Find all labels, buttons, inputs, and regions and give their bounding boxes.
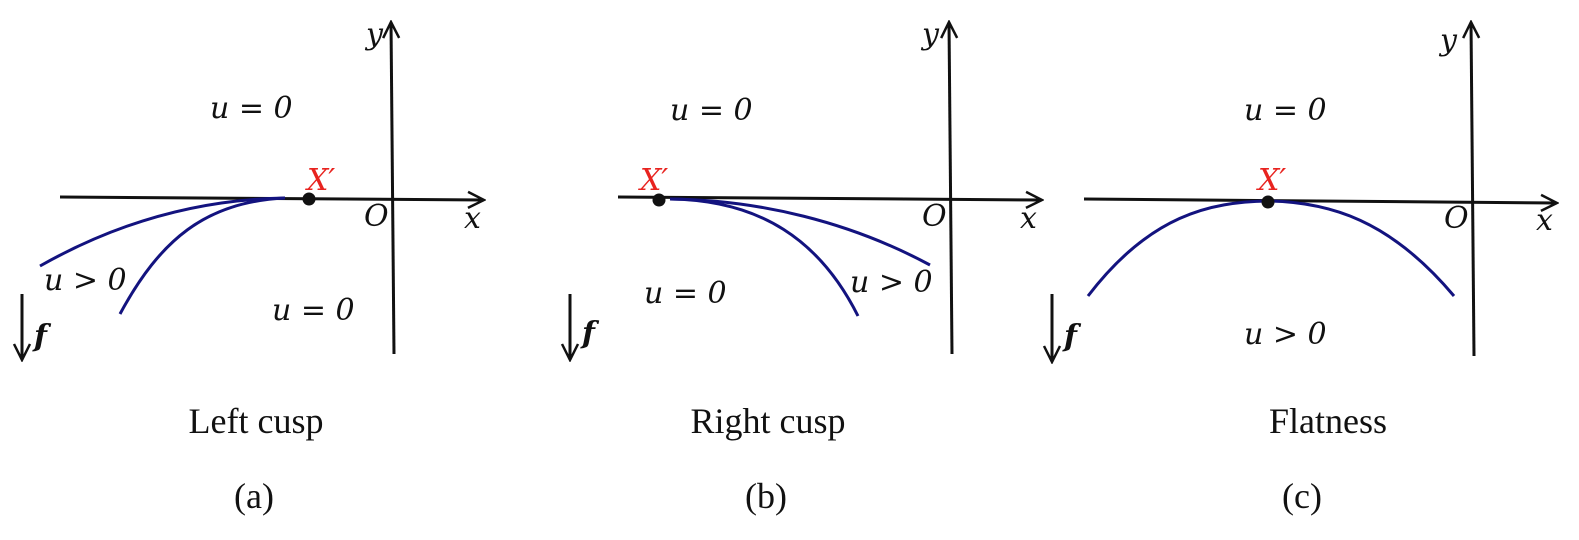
region-bottom-label: u > 0	[1244, 317, 1327, 352]
panel-tag: (a)	[234, 476, 274, 516]
point-label: X′	[638, 163, 668, 198]
x-axis-label: x	[464, 201, 481, 236]
boundary-curve-inner	[118, 196, 286, 315]
y-axis-label: y	[364, 17, 384, 52]
point-x-prime	[302, 192, 316, 206]
y-axis	[391, 22, 394, 355]
point-x-prime	[1261, 195, 1275, 209]
region-top-label: u = 0	[210, 91, 293, 126]
force-label: f	[32, 319, 52, 354]
x-axis-label: x	[1020, 201, 1037, 236]
x-axis	[1083, 199, 1557, 203]
force-label: f	[1062, 319, 1082, 354]
x-axis-label: x	[1536, 203, 1553, 238]
origin-label: O	[364, 199, 389, 234]
point-x-prime	[652, 193, 666, 207]
origin-label: O	[922, 199, 947, 234]
caption: Right cusp	[690, 401, 845, 441]
y-axis	[1471, 22, 1474, 357]
y-axis-label: y	[920, 17, 940, 52]
point-label: X′	[1256, 163, 1286, 198]
region-right-label: u > 0	[850, 265, 933, 300]
force-label: f	[580, 316, 600, 351]
panel-b: x y O X′ u = 0 u = 0 u > 0 f Right cusp …	[570, 17, 1042, 516]
boundary-curve-inner	[669, 197, 860, 317]
caption: Flatness	[1269, 401, 1387, 441]
panel-c: x y O X′ u = 0 u > 0 f Flatness (c)	[1052, 22, 1557, 516]
region-left-label: u = 0	[644, 276, 727, 311]
y-axis	[949, 22, 952, 355]
region-right-label: u = 0	[272, 293, 355, 328]
boundary-curve-outer	[669, 197, 931, 267]
boundary-curve	[1086, 199, 1456, 297]
origin-label: O	[1444, 201, 1469, 236]
panel-a: x y O X′ u = 0 u > 0 u = 0 f Left cusp (…	[22, 17, 484, 516]
panel-tag: (c)	[1282, 476, 1322, 516]
region-top-label: u = 0	[1244, 93, 1327, 128]
x-axis	[617, 197, 1042, 200]
y-axis-label: y	[1438, 23, 1458, 58]
region-left-label: u > 0	[44, 263, 127, 298]
region-top-label: u = 0	[670, 93, 753, 128]
point-label: X′	[305, 163, 335, 198]
panel-tag: (b)	[745, 476, 787, 516]
boundary-curve-outer	[39, 196, 286, 268]
caption: Left cusp	[189, 401, 324, 441]
